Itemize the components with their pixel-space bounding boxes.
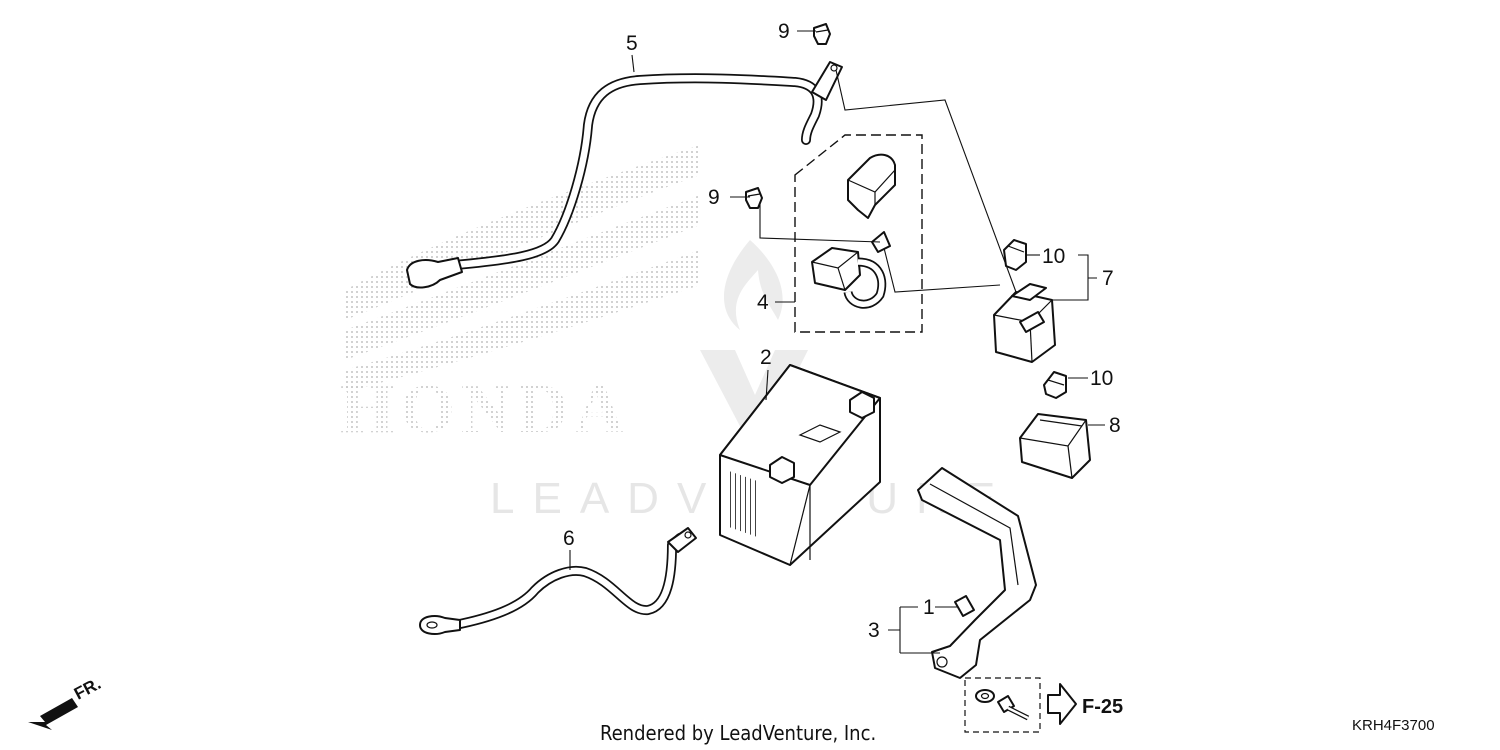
rendered-by-credit: Rendered by LeadVenture, Inc. xyxy=(600,721,876,745)
callout-9-middle: 9 xyxy=(708,186,720,209)
callout-7: 7 xyxy=(1102,267,1114,290)
battery-bracket xyxy=(917,467,1037,679)
callout-1: 1 xyxy=(923,596,935,619)
callout-3: 3 xyxy=(868,619,880,642)
battery xyxy=(719,364,881,566)
negative-cable xyxy=(419,527,697,635)
honda-watermark-text: HONDA xyxy=(340,371,631,448)
relay-cover xyxy=(1019,413,1091,479)
callout-10-lower: 10 xyxy=(1090,367,1113,390)
reference-label: F-25 xyxy=(1082,696,1123,718)
reference-arrow-icon xyxy=(1047,683,1077,725)
callout-9-top: 9 xyxy=(778,20,790,43)
honda-wing-watermark: HONDA xyxy=(340,145,700,448)
terminal-cover-group xyxy=(794,134,923,333)
callout-6: 6 xyxy=(563,527,575,550)
callout-5: 5 xyxy=(626,32,638,55)
callout-8: 8 xyxy=(1109,414,1121,437)
callout-4: 4 xyxy=(757,291,769,314)
front-direction-arrow-icon xyxy=(28,698,78,730)
fuse-lower xyxy=(1043,371,1067,399)
leader-lines xyxy=(569,30,1105,654)
positive-cable xyxy=(406,61,843,289)
bolt-middle xyxy=(745,187,763,209)
fastener-reference-box xyxy=(964,677,1041,733)
starter-relay xyxy=(993,283,1056,363)
fuse-upper xyxy=(1003,239,1027,271)
callout-10-upper: 10 xyxy=(1042,245,1065,268)
callout-2: 2 xyxy=(760,346,772,369)
front-direction-label: FR. xyxy=(71,674,104,704)
diagram-code: KRH4F3700 xyxy=(1352,717,1435,734)
rubber-pad xyxy=(954,595,975,617)
bolt-top xyxy=(813,23,831,45)
